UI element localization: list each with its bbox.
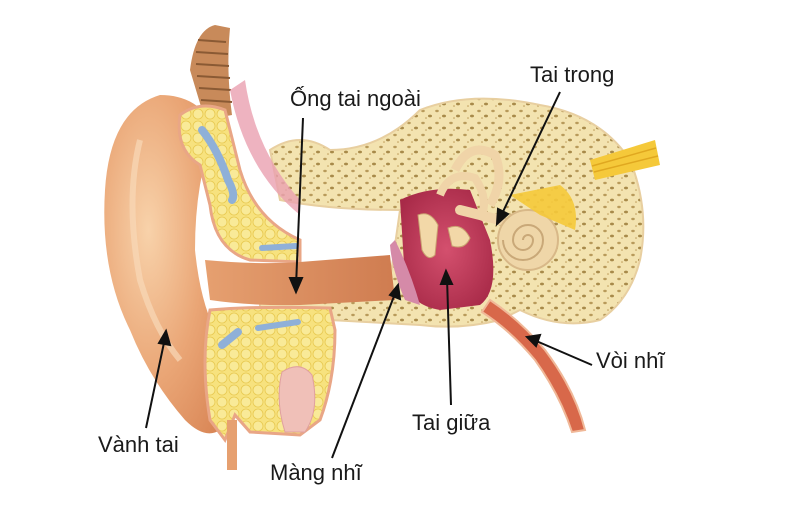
eardrum-membrane: [390, 240, 420, 305]
label-tai-giua: Tai giữa: [412, 410, 491, 435]
label-voi-nhi: Vòi nhĩ: [596, 348, 665, 373]
label-mang-nhi: Màng nhĩ: [270, 460, 362, 485]
label-tai-trong: Tai trong: [530, 62, 615, 87]
cartilage-lower: [203, 305, 337, 470]
auditory-nerve-inner: [510, 185, 576, 230]
label-ong-tai-ngoai: Ống tai ngoài: [290, 86, 421, 111]
cartilage-upper: [177, 104, 302, 264]
cochlea: [497, 209, 559, 271]
label-vanh-tai: Vành tai: [98, 432, 179, 457]
hair-strip: [190, 25, 233, 120]
middle-ear: [390, 188, 494, 310]
ossicles: [417, 213, 439, 259]
leader-arrows: [145, 91, 593, 459]
canal-skin-layer: [230, 80, 300, 215]
inner-ear: [436, 140, 660, 271]
auditory-nerve: [590, 140, 660, 180]
